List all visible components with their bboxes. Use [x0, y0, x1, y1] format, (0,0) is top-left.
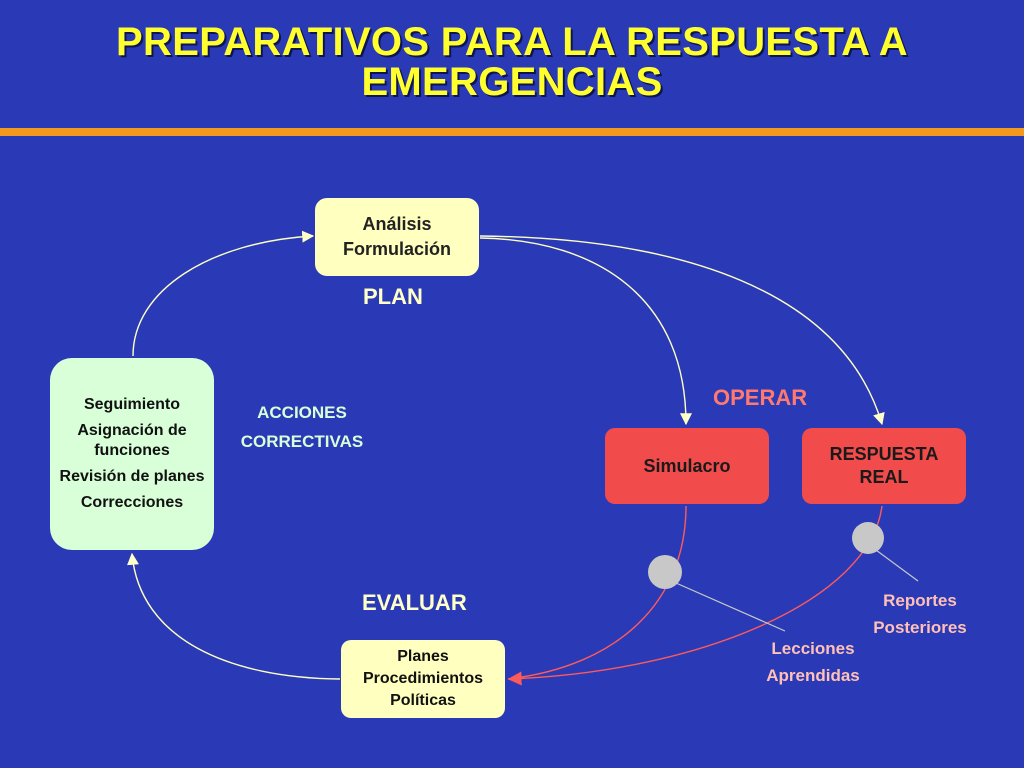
follow-up-item: Seguimiento	[83, 396, 180, 413]
corrective-line-2: CORRECTIVAS	[240, 432, 364, 451]
drill-box: Simulacro	[605, 428, 769, 504]
reports-marker	[852, 522, 884, 554]
arrow-follow-to-analysis	[132, 230, 315, 357]
leader-reports	[875, 549, 919, 582]
title-line-2: EMERGENCIAS	[361, 60, 663, 104]
plans-box: Planes Procedimientos Políticas	[341, 640, 505, 718]
lessons-marker	[648, 555, 682, 589]
arrow-plans-to-follow	[127, 552, 341, 680]
follow-up-item: Asignación de funciones	[77, 422, 187, 459]
title-divider	[0, 128, 1024, 136]
slide-title: PREPARATIVOS PARA LA RESPUESTA A EMERGEN…	[0, 22, 1024, 102]
lessons-line-2: Aprendidas	[766, 666, 860, 685]
plans-line-3: Políticas	[390, 692, 456, 709]
after-reports-label: Reportes Posteriores	[860, 587, 980, 641]
drill-label: Simulacro	[643, 455, 731, 476]
plans-line-1: Planes	[397, 648, 449, 665]
analysis-line-2: Formulación	[342, 239, 451, 259]
real-response-box: RESPUESTA REAL	[802, 428, 966, 504]
real-response-line-2: REAL	[859, 467, 909, 487]
lessons-line-1: Lecciones	[771, 639, 855, 658]
analysis-box: Análisis Formulación	[315, 198, 479, 276]
reports-line-2: Posteriores	[873, 618, 967, 637]
arrow-analysis-to-drill	[479, 237, 692, 426]
lessons-learned-label: Lecciones Aprendidas	[752, 635, 874, 689]
real-response-line-1: RESPUESTA	[829, 444, 939, 464]
leader-lessons	[675, 582, 786, 632]
follow-up-item: Correcciones	[80, 494, 184, 511]
plans-line-2: Procedimientos	[362, 670, 484, 687]
operate-label: OPERAR	[713, 385, 808, 410]
evaluate-label: EVALUAR	[362, 590, 467, 615]
title-line-1: PREPARATIVOS PARA LA RESPUESTA A	[116, 20, 908, 64]
feedback-line-drill	[507, 505, 687, 680]
analysis-line-1: Análisis	[362, 214, 432, 234]
arrow-analysis-to-real	[479, 235, 885, 426]
follow-up-box: Seguimiento Asignación de funciones Revi…	[50, 358, 214, 550]
corrective-line-1: ACCIONES	[257, 403, 347, 422]
reports-line-1: Reportes	[883, 591, 957, 610]
follow-up-item: Revisión de planes	[59, 468, 205, 485]
corrective-actions-label: ACCIONES CORRECTIVAS	[232, 398, 372, 456]
plan-label: PLAN	[363, 284, 423, 309]
